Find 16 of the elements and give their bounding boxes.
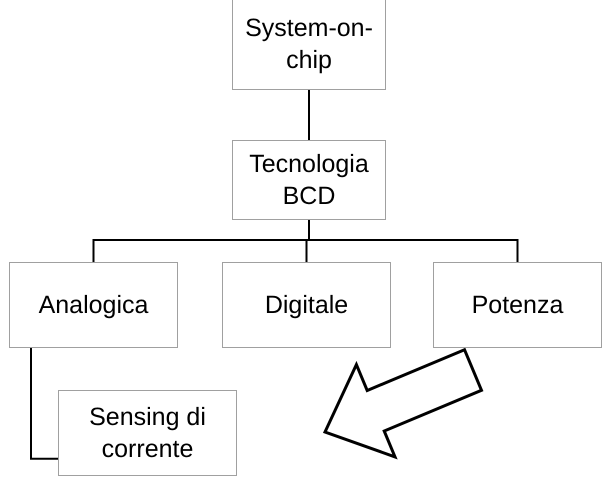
box-label: System-on-chip [244, 12, 374, 76]
connector-line [308, 90, 310, 140]
tree-box [58, 390, 237, 476]
box-label: Potenza [472, 290, 564, 321]
box-label: Digitale [264, 290, 348, 321]
tree-box [222, 262, 391, 348]
tree-box [232, 0, 386, 90]
box-label: Analogica [38, 290, 148, 321]
tree-box [9, 262, 178, 348]
tree-box [433, 262, 602, 348]
connector-line [30, 348, 58, 460]
box-label: Tecnologia BCD [248, 148, 370, 212]
box-label: Sensing di corrente [88, 402, 207, 465]
block-arrow [322, 348, 484, 460]
connector-line [308, 220, 518, 262]
tree-box [232, 140, 386, 220]
